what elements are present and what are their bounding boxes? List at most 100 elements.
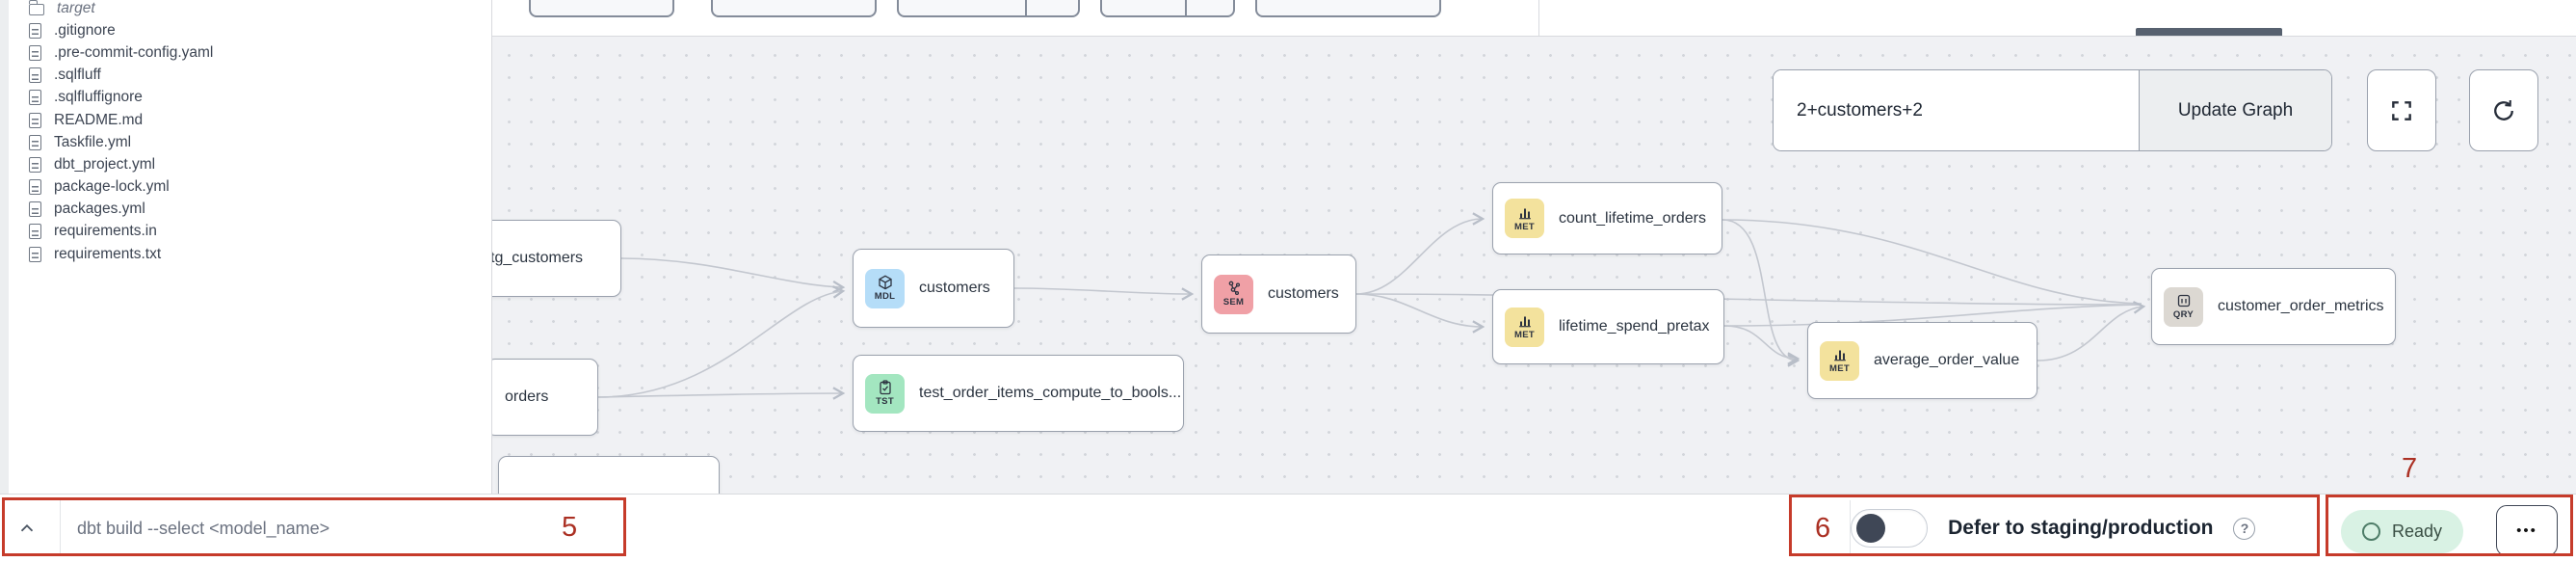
file-row[interactable]: .sqlfluff xyxy=(0,65,491,87)
file-name: dbt_project.yml xyxy=(54,155,156,173)
graph-node-customers-model[interactable]: MDL customers xyxy=(853,249,1014,328)
node-label: customers xyxy=(919,280,990,296)
test-badge: TST xyxy=(865,373,905,414)
node-label: orders xyxy=(505,388,549,405)
file-tree-panel: target .gitignore .pre-commit-config.yam… xyxy=(0,0,492,494)
file-name: Taskfile.yml xyxy=(54,133,132,150)
semantic-graph-icon xyxy=(1228,281,1240,296)
file-name: .gitignore xyxy=(54,21,116,39)
lineage-selector-group: Update Graph xyxy=(1773,69,2332,151)
file-name: .sqlfluffignore xyxy=(54,89,143,106)
clipped-toolbar-button-group[interactable] xyxy=(1100,0,1235,17)
defer-toggle[interactable] xyxy=(1851,509,1929,548)
clipped-toolbar-button[interactable] xyxy=(529,0,674,17)
query-icon xyxy=(2177,294,2190,308)
defer-toggle-label: Defer to staging/production xyxy=(1948,517,2214,539)
clipped-toolbar-button[interactable] xyxy=(1255,0,1441,17)
graph-node-count-lifetime-orders[interactable]: MET count_lifetime_orders xyxy=(1492,182,1722,254)
file-row[interactable]: packages.yml xyxy=(0,199,491,221)
window-edge xyxy=(0,0,9,494)
button-group-divider xyxy=(1025,0,1027,15)
file-icon xyxy=(29,156,41,173)
file-icon xyxy=(29,179,41,196)
defer-controls: 6 Defer to staging/production ? xyxy=(1815,495,2256,562)
status-text: Ready xyxy=(2392,522,2443,541)
file-icon xyxy=(29,134,41,150)
file-list: target .gitignore .pre-commit-config.yam… xyxy=(0,0,491,265)
graph-node-orders[interactable]: orders xyxy=(492,359,598,436)
bar-chart-icon xyxy=(1518,208,1531,219)
metric-badge: MET xyxy=(1820,340,1859,381)
lineage-selector-input[interactable] xyxy=(1774,70,2139,150)
metric-badge: MET xyxy=(1505,307,1544,347)
command-bar: 6 Defer to staging/production ? Ready ••… xyxy=(0,494,2576,561)
graph-node-clipped[interactable] xyxy=(498,456,720,494)
semantic-model-badge: SEM xyxy=(1214,274,1253,314)
file-name: .sqlfluff xyxy=(54,67,101,84)
file-icon xyxy=(29,201,41,218)
file-row[interactable]: package-lock.yml xyxy=(0,176,491,199)
graph-node-test-order-items[interactable]: TST test_order_items_compute_to_bools... xyxy=(853,355,1184,432)
file-icon xyxy=(29,67,41,84)
file-name: packages.yml xyxy=(54,201,145,218)
file-icon xyxy=(29,22,41,39)
node-label: test_order_items_compute_to_bools... xyxy=(919,385,1182,401)
bar-chart-icon xyxy=(1833,350,1846,361)
graph-node-average-order-value[interactable]: MET average_order_value xyxy=(1807,322,2037,399)
bar-divider xyxy=(1850,500,1851,556)
clipboard-check-icon xyxy=(879,380,891,395)
model-badge: MDL xyxy=(865,268,905,308)
dbt-command-input[interactable] xyxy=(77,504,539,552)
update-graph-button[interactable]: Update Graph xyxy=(2139,70,2331,150)
node-label: average_order_value xyxy=(1874,352,2020,368)
file-name: target xyxy=(57,0,95,16)
chevron-up-icon xyxy=(20,523,34,532)
file-row[interactable]: dbt_project.yml xyxy=(0,153,491,175)
clipped-toolbar-button-group[interactable] xyxy=(897,0,1080,17)
status-circle-icon xyxy=(2362,522,2380,541)
file-row[interactable]: .pre-commit-config.yaml xyxy=(0,41,491,64)
node-label: customers xyxy=(1268,285,1339,302)
file-row-target[interactable]: target xyxy=(0,0,491,19)
collapse-panel-button[interactable] xyxy=(10,512,44,545)
file-name: package-lock.yml xyxy=(54,178,170,196)
refresh-button[interactable] xyxy=(2469,69,2538,151)
fullscreen-icon xyxy=(2392,100,2411,120)
panel-divider xyxy=(1538,0,1539,36)
graph-node-customers-semantic[interactable]: SEM customers xyxy=(1201,254,1356,334)
file-name: requirements.txt xyxy=(54,245,162,262)
file-row[interactable]: README.md xyxy=(0,109,491,131)
file-icon xyxy=(29,44,41,61)
file-row[interactable]: Taskfile.yml xyxy=(0,131,491,153)
refresh-icon xyxy=(2494,99,2513,120)
file-name: requirements.in xyxy=(54,223,157,240)
more-options-button[interactable]: ••• xyxy=(2496,505,2558,556)
node-label: count_lifetime_orders xyxy=(1559,209,1706,227)
folder-icon xyxy=(29,0,44,16)
help-icon[interactable]: ? xyxy=(2233,517,2256,540)
lineage-edges xyxy=(597,212,2146,400)
node-label: customer_order_metrics xyxy=(2218,298,2384,314)
graph-node-lifetime-spend-pretax[interactable]: MET lifetime_spend_pretax xyxy=(1492,289,1724,364)
bar-chart-icon xyxy=(1518,316,1531,328)
file-name: README.md xyxy=(54,111,144,128)
active-tab-indicator xyxy=(2136,28,2282,36)
saved-query-badge: QRY xyxy=(2164,286,2203,327)
bar-divider xyxy=(60,500,61,556)
file-row[interactable]: .gitignore xyxy=(0,19,491,41)
graph-node-stg-customers[interactable]: stg_customers xyxy=(492,220,621,297)
fullscreen-button[interactable] xyxy=(2367,69,2436,151)
lineage-graph-canvas[interactable]: stg_customers orders MDL customers TST t… xyxy=(492,37,2576,494)
file-row[interactable]: .sqlfluffignore xyxy=(0,87,491,109)
file-row[interactable]: requirements.txt xyxy=(0,243,491,265)
status-badge[interactable]: Ready xyxy=(2341,510,2464,553)
graph-node-customer-order-metrics[interactable]: QRY customer_order_metrics xyxy=(2151,268,2396,345)
file-icon xyxy=(29,112,41,128)
file-row[interactable]: requirements.in xyxy=(0,221,491,243)
file-icon xyxy=(29,90,41,106)
toggle-knob xyxy=(1856,514,1886,543)
node-label: lifetime_spend_pretax xyxy=(1559,318,1710,335)
clipped-toolbar-button[interactable] xyxy=(711,0,877,17)
node-label: stg_customers xyxy=(492,250,584,266)
cube-icon xyxy=(878,275,892,290)
